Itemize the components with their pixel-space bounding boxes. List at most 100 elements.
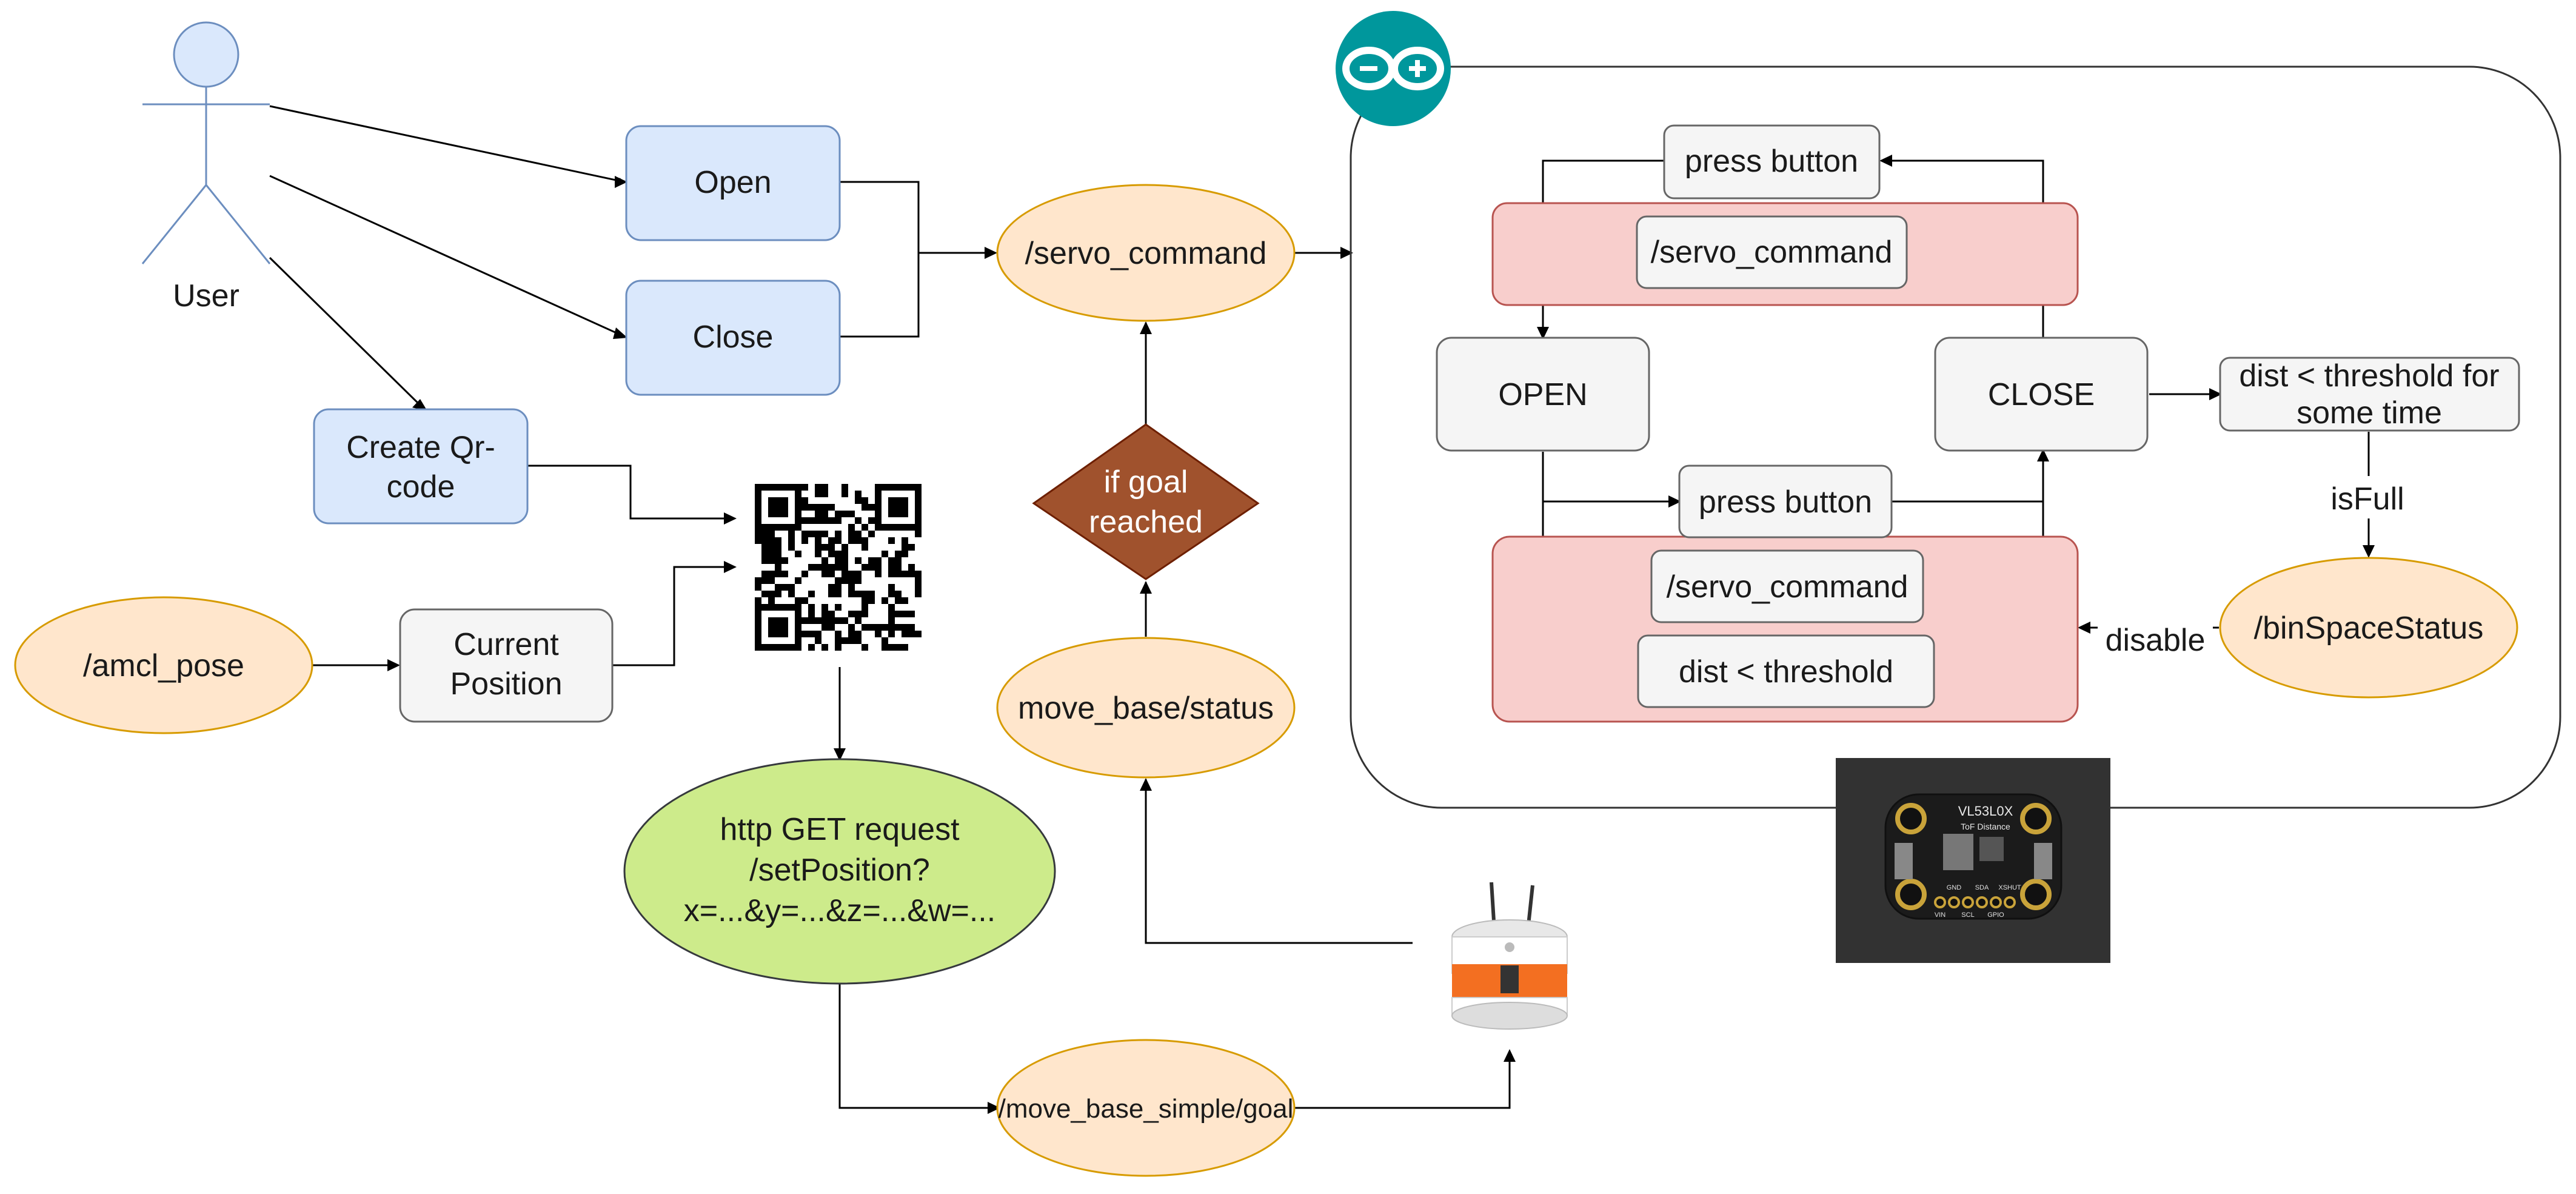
current-position-label-2: Position: [450, 666, 563, 702]
disable-label: disable: [2106, 623, 2206, 658]
move-base-goal-label: /move_base_simple/goal: [999, 1094, 1294, 1124]
is-full-label: isFull: [2330, 481, 2404, 517]
close-label: Close: [693, 320, 774, 355]
sensor-pin-label: VIN: [1935, 911, 1945, 919]
arrow-arduino: [1340, 247, 1353, 259]
press-button-top-label: press button: [1685, 144, 1858, 179]
arrow-sm-pressbtn: [1668, 495, 1681, 508]
http-get-label-3: x=...&y=...&z=...&w=...: [684, 893, 995, 928]
close-state-label: CLOSE: [1988, 377, 2095, 412]
disable-label-bg: disable: [2098, 619, 2213, 661]
turtlebot-robot-image: [1451, 882, 1568, 1030]
dist-time-node: dist < threshold for some time: [2219, 357, 2520, 432]
servo-command-bottom-node: /servo_command: [1650, 549, 1924, 623]
edge-http-goal: [838, 982, 997, 1109]
servo-command-bottom-label: /servo_command: [1667, 569, 1909, 605]
http-get-node: http GET request /setPosition? x=...&y=.…: [623, 758, 1056, 985]
if-goal-diamond: if goal reached: [1032, 423, 1260, 580]
actor-label: User: [173, 278, 239, 314]
http-get-label-1: http GET request: [720, 812, 960, 847]
sensor-pin-label: SDA: [1975, 884, 1989, 891]
amcl-pose-node: /amcl_pose: [14, 596, 313, 734]
sensor-pin: [1962, 896, 1974, 908]
sensor-pin: [2004, 896, 2016, 908]
arrow-goal: [988, 1102, 1000, 1114]
arrow-status: [1140, 778, 1152, 791]
arrow-close: [613, 327, 627, 339]
create-qr-label-1: Create Qr-: [346, 430, 495, 465]
sensor-pin: [1976, 896, 1988, 908]
edge-open-servo: [840, 181, 994, 254]
edge-sm-press-close: [1892, 452, 2044, 503]
arrow-qrcode-a: [724, 512, 737, 525]
open-label: Open: [694, 165, 771, 200]
arrow-sm-press: [1879, 155, 1892, 167]
arrow-open: [615, 176, 627, 188]
arrow-qr: [412, 399, 427, 411]
servo-command-top-label: /servo_command: [1651, 235, 1893, 270]
servo-command-node: /servo_command: [996, 184, 1296, 322]
create-qr-label-2: code: [387, 469, 455, 505]
arrow-sm-open: [1537, 327, 1549, 340]
arrow-http: [834, 748, 846, 761]
open-node: Open: [625, 125, 841, 241]
sensor-pin-label: XSHUT: [1998, 884, 2021, 891]
press-button-top-node: press button: [1663, 124, 1881, 200]
current-position-label-1: Current: [453, 627, 559, 662]
bin-space-status-label: /binSpaceStatus: [2254, 611, 2484, 646]
move-base-status-node: move_base/status: [996, 637, 1296, 779]
sensor-silk-subtitle: ToF Distance: [1961, 822, 2010, 831]
open-state-node: OPEN: [1436, 337, 1650, 452]
arrow-sm-bin: [2363, 545, 2375, 558]
close-state-node: CLOSE: [1934, 337, 2149, 452]
sensor-pin: [1990, 896, 2002, 908]
qr-code-image: [755, 484, 922, 651]
dist-threshold-label: dist < threshold: [1679, 654, 1893, 689]
create-qr-node: Create Qr- code: [313, 408, 529, 525]
arrow-current: [387, 659, 400, 671]
edge-goal-robot: [1294, 1052, 1511, 1109]
current-position-node: Current Position: [399, 608, 614, 723]
dist-time-label-1: dist < threshold for: [2239, 358, 2499, 394]
arrow-robot: [1504, 1049, 1516, 1062]
actor-head: [173, 21, 239, 88]
edge-user-close: [269, 175, 625, 338]
arrow-servo: [985, 247, 997, 259]
open-state-label: OPEN: [1498, 377, 1587, 412]
is-full-label-bg: isFull: [2319, 476, 2416, 518]
edge-qr-qrcode: [527, 465, 734, 520]
sensor-pin: [1948, 896, 1960, 908]
http-get-label-2: /setPosition?: [749, 853, 930, 888]
arduino-logo-icon: [1336, 11, 1451, 126]
arrow-servo-up: [1140, 321, 1152, 334]
edge-close-servo: [840, 253, 920, 338]
if-goal-label-2: reached: [1089, 505, 1203, 540]
dist-time-label-2: some time: [2297, 395, 2442, 431]
sensor-silk-title: VL53L0X: [1958, 803, 2013, 819]
dist-threshold-node: dist < threshold: [1637, 634, 1935, 708]
servo-command-top-node: /servo_command: [1636, 215, 1908, 289]
bin-space-status-node: /binSpaceStatus: [2219, 557, 2518, 699]
arrow-sm-disable: [2078, 622, 2090, 634]
user-actor: [141, 21, 271, 264]
move-base-goal-node: /move_base_simple/goal: [996, 1039, 1296, 1177]
sensor-pin-label: GPIO: [1987, 911, 2004, 919]
edge-user-open: [269, 105, 625, 184]
sensor-pin-label: GND: [1947, 884, 1962, 891]
edge-robot-status: [1145, 779, 1413, 944]
close-node: Close: [625, 280, 841, 396]
sensor-pin: [1934, 896, 1946, 908]
servo-command-label: /servo_command: [1025, 236, 1267, 271]
arrow-sm-close: [2037, 449, 2049, 461]
arrow-qrcode-b: [724, 561, 737, 573]
move-base-status-label: move_base/status: [1018, 691, 1274, 726]
press-button-bottom-label: press button: [1699, 485, 1872, 520]
sensor-pin-header: VIN GND SCL SDA GPIO XSHUT: [1934, 884, 2021, 919]
amcl-pose-label: /amcl_pose: [83, 648, 244, 683]
vl53l0x-sensor-image: VL53L0X ToF Distance VIN GND SCL SDA GPIO XSH…: [1836, 758, 2110, 963]
arrow-ifgoal: [1140, 581, 1152, 594]
edge-user-qr: [269, 257, 426, 411]
sensor-pin-label: SCL: [1961, 911, 1974, 919]
if-goal-label-1: if goal: [1104, 465, 1188, 500]
